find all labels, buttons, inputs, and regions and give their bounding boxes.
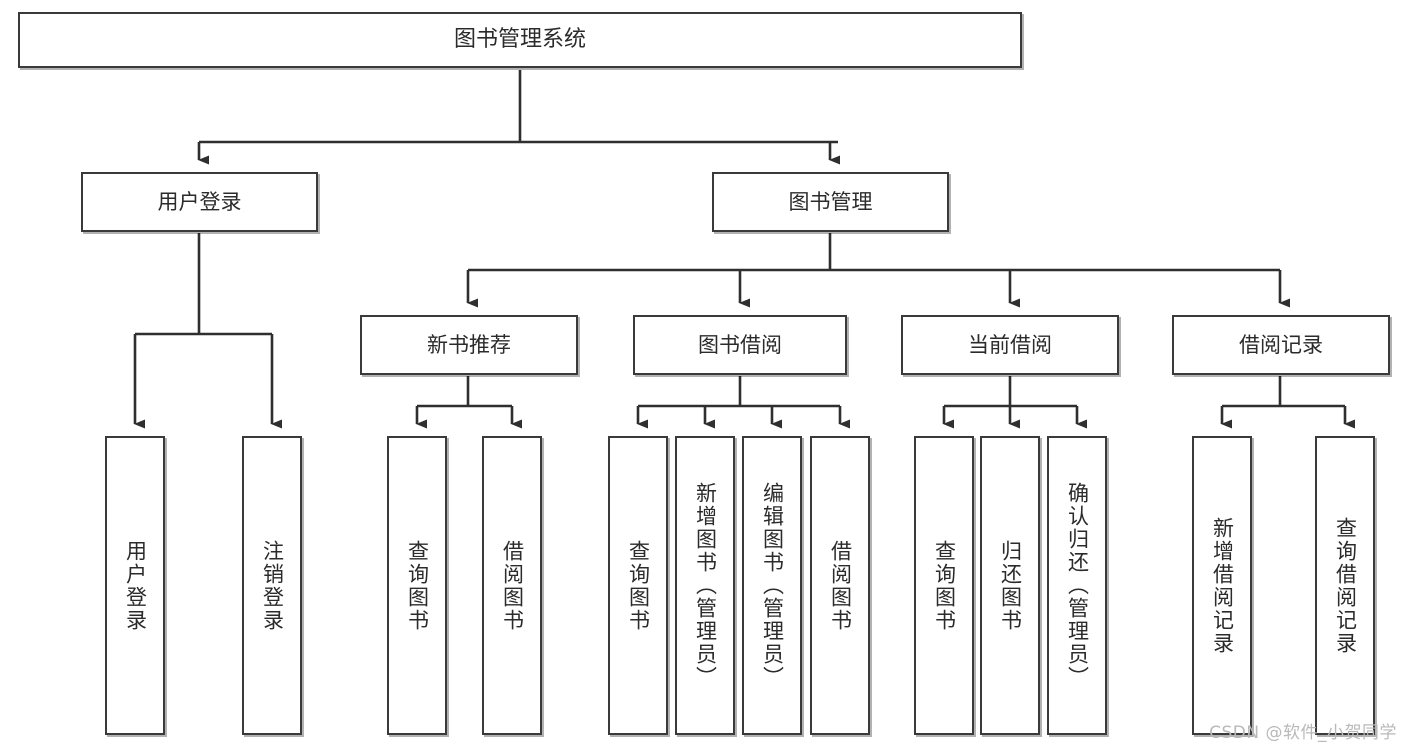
node-leaf-return-book[interactable]: 归还图书 xyxy=(980,436,1040,735)
node-book-borrow[interactable]: 图书借阅 xyxy=(633,315,847,375)
node-new-book-recommend[interactable]: 新书推荐 xyxy=(360,315,578,375)
node-current-borrow[interactable]: 当前借阅 xyxy=(901,315,1119,375)
node-leaf-user-login[interactable]: 用户登录 xyxy=(105,436,165,735)
node-root-label: 图书管理系统 xyxy=(453,27,586,53)
node-leaf-add-record-label: 新增借阅记录 xyxy=(1210,516,1235,655)
node-current-borrow-label: 当前借阅 xyxy=(968,332,1052,357)
node-new-book-recommend-label: 新书推荐 xyxy=(427,332,511,357)
node-leaf-query-book-2-label: 查询图书 xyxy=(626,539,651,632)
node-leaf-borrow-book-1[interactable]: 借阅图书 xyxy=(482,436,542,735)
node-leaf-query-book-1[interactable]: 查询图书 xyxy=(387,436,447,735)
node-leaf-confirm-return[interactable]: 确认归还（管理员） xyxy=(1047,436,1107,735)
csdn-watermark: CSDN @软件_小贺同学 xyxy=(1209,723,1397,743)
node-leaf-query-book-2[interactable]: 查询图书 xyxy=(608,436,668,735)
node-leaf-user-login-label: 用户登录 xyxy=(123,539,148,632)
node-leaf-user-logout[interactable]: 注销登录 xyxy=(242,436,302,735)
node-leaf-confirm-return-label: 确认归还（管理员） xyxy=(1065,482,1090,689)
node-leaf-return-book-label: 归还图书 xyxy=(998,539,1023,632)
node-user-login-label: 用户登录 xyxy=(157,189,242,214)
node-leaf-add-book[interactable]: 新增图书（管理员） xyxy=(675,436,735,735)
node-leaf-query-record-label: 查询借阅记录 xyxy=(1333,516,1358,655)
node-leaf-borrow-book-2[interactable]: 借阅图书 xyxy=(810,436,870,735)
node-leaf-query-book-3-label: 查询图书 xyxy=(932,539,957,632)
node-leaf-query-record[interactable]: 查询借阅记录 xyxy=(1315,436,1375,735)
node-leaf-borrow-book-2-label: 借阅图书 xyxy=(828,539,853,632)
node-leaf-edit-book[interactable]: 编辑图书（管理员） xyxy=(742,436,802,735)
node-leaf-query-book-3[interactable]: 查询图书 xyxy=(914,436,974,735)
node-leaf-user-logout-label: 注销登录 xyxy=(260,539,285,632)
node-book-borrow-label: 图书借阅 xyxy=(698,332,782,357)
node-borrow-record[interactable]: 借阅记录 xyxy=(1172,315,1390,375)
node-book-manage[interactable]: 图书管理 xyxy=(712,172,949,232)
node-leaf-query-book-1-label: 查询图书 xyxy=(405,539,430,632)
node-borrow-record-label: 借阅记录 xyxy=(1239,332,1323,357)
node-book-manage-label: 图书管理 xyxy=(788,189,873,214)
node-leaf-borrow-book-1-label: 借阅图书 xyxy=(500,539,525,632)
node-user-login[interactable]: 用户登录 xyxy=(81,172,318,232)
node-leaf-edit-book-label: 编辑图书（管理员） xyxy=(760,482,785,689)
node-leaf-add-book-label: 新增图书（管理员） xyxy=(693,482,718,689)
node-root[interactable]: 图书管理系统 xyxy=(18,12,1022,68)
node-leaf-add-record[interactable]: 新增借阅记录 xyxy=(1192,436,1252,735)
